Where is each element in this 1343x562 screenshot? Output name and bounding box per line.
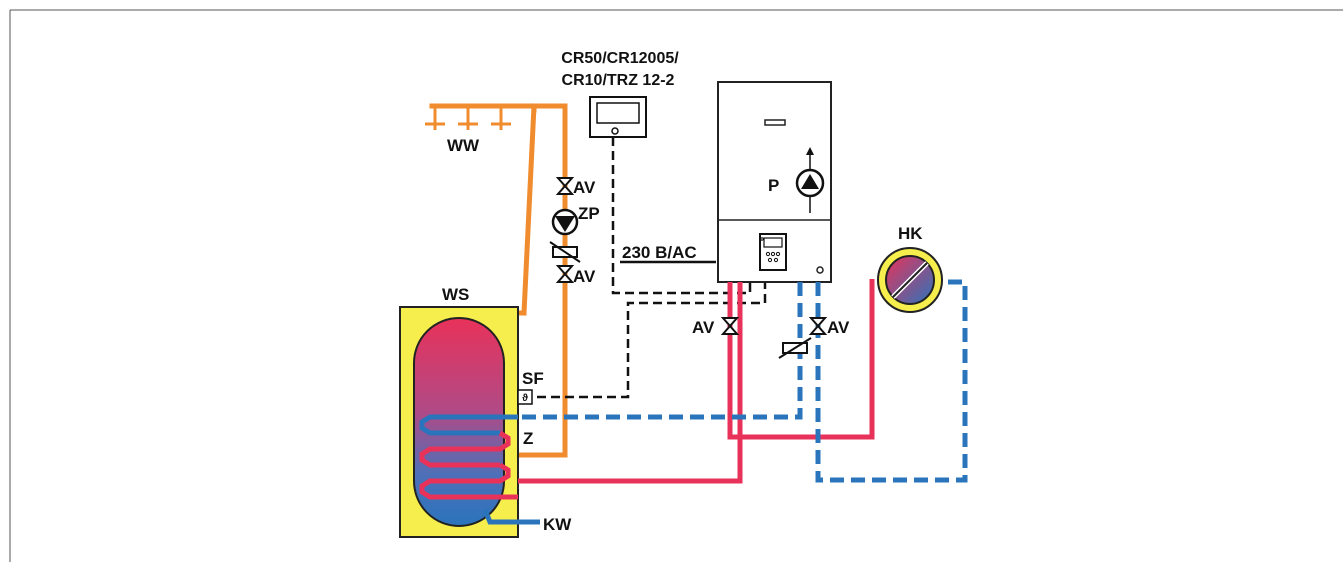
storage-tank [399,306,519,538]
cold-water-inlet [482,509,540,525]
room-thermostat [589,96,647,138]
thermostat-label-line1: CR50/CR12005/ [561,50,679,67]
heating-circuit-icon [877,247,943,313]
heating-coil-lower [419,462,518,500]
diagram-frame [9,9,1343,562]
pump-label: P [768,176,779,195]
hk-label: HK [898,224,923,243]
av-valve-flow [720,317,740,335]
av-label-lower: AV [573,267,596,286]
sf-label: SF [522,369,544,388]
shutoff-valve-lower [555,265,575,283]
av-label-return: AV [827,318,850,337]
temperature-sensor-icon: ϑ [517,389,533,405]
av-valve-return [808,317,828,335]
z-label: Z [523,429,533,448]
return-check-valve-icon [778,337,812,359]
kw-label: KW [543,515,572,534]
sensor-symbol: ϑ [522,393,528,404]
av-label-upper: AV [573,178,596,197]
thermostat-label-line2: CR10/TRZ 12-2 [562,72,675,89]
zp-label: ZP [578,204,600,223]
solar-coil-upper [419,414,518,436]
boiler-control-panel [759,233,787,271]
shutoff-valve-upper [555,177,575,195]
control-wiring [523,137,767,399]
heating-coil-middle [419,430,511,468]
boiler-pump-icon [795,147,825,213]
av-label-flow: AV [692,318,715,337]
flow-lines [518,279,875,484]
power-label: 230 B/AC [622,243,697,262]
ww-label: WW [447,136,480,155]
return-lines [518,279,968,483]
check-valve-icon [549,241,581,263]
circulation-pump-icon [551,208,579,236]
tap-outlets [425,106,511,130]
ws-label: WS [442,285,469,304]
